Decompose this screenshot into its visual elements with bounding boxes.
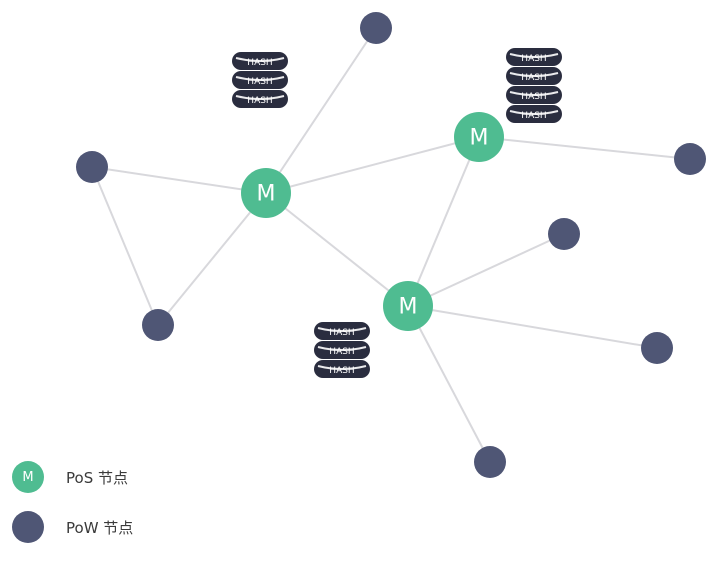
legend-pow-marker (12, 511, 44, 543)
hash-disk: HASH (314, 360, 370, 378)
hash-disk: HASH (506, 67, 562, 85)
hash-label: HASH (329, 328, 354, 338)
hash-label: HASH (329, 366, 354, 376)
pow-node (474, 446, 506, 478)
hash-label: HASH (247, 77, 272, 87)
hash-label: HASH (521, 92, 546, 102)
hash-disk-rim (235, 76, 285, 81)
edge-p2-p3 (91, 166, 159, 326)
hash-disk: HASH (506, 105, 562, 123)
hash-disk-rim (509, 110, 559, 115)
hash-stack-icon: HASH HASH HASH HASH (506, 48, 562, 123)
pos-node-circle (454, 112, 504, 162)
hash-disk: HASH (232, 52, 288, 70)
hash-disk: HASH (506, 48, 562, 66)
legend-pos: M PoS 节点 (12, 461, 128, 493)
nodes: M M M (76, 12, 706, 478)
edge-m1-p2 (91, 166, 267, 194)
hash-stacks: HASH HASH HASH HASH HASH HASH HASH HASH HASH HASH (232, 48, 562, 378)
edge-m2-m3 (407, 136, 480, 307)
legend-pos-marker: M (12, 461, 44, 493)
hash-disk-rim (317, 346, 367, 351)
edge-m3-p7 (407, 305, 491, 463)
hash-disk-rim (509, 91, 559, 96)
pos-node-label: M (399, 295, 418, 320)
hash-disk: HASH (314, 341, 370, 359)
hash-disk: HASH (506, 86, 562, 104)
edge-m1-m3 (265, 192, 409, 307)
pos-node-label: M (470, 126, 489, 151)
pos-node: M (241, 168, 291, 218)
edge-m1-p3 (157, 192, 267, 326)
hash-disk-rim (317, 327, 367, 332)
hash-label: HASH (521, 54, 546, 64)
legend-pos-label: PoS 节点 (66, 468, 128, 487)
hash-label: HASH (329, 347, 354, 357)
pos-node-label: M (257, 182, 276, 207)
edge-m3-p6 (407, 305, 658, 349)
edge-m1-p1 (265, 27, 377, 194)
pow-node (548, 218, 580, 250)
hash-disk: HASH (232, 90, 288, 108)
edge-m1-m2 (265, 136, 480, 194)
pow-node (674, 143, 706, 175)
hash-label: HASH (247, 96, 272, 106)
pow-node (641, 332, 673, 364)
pos-node-circle (383, 281, 433, 331)
hash-disk: HASH (314, 322, 370, 340)
hash-disk-rim (509, 53, 559, 58)
legend-pow-label: PoW 节点 (66, 518, 134, 537)
hash-disk-rim (509, 72, 559, 77)
hash-label: HASH (247, 58, 272, 68)
hash-disk: HASH (232, 71, 288, 89)
hash-disk-rim (235, 95, 285, 100)
edge-m2-p4 (478, 136, 691, 160)
hash-label: HASH (521, 73, 546, 83)
edge-m3-p5 (407, 233, 565, 307)
hash-stack-icon: HASH HASH HASH (314, 322, 370, 378)
hash-disk-rim (317, 365, 367, 370)
pos-node-circle (241, 168, 291, 218)
pos-node: M (454, 112, 504, 162)
hash-label: HASH (521, 111, 546, 121)
pow-node (142, 309, 174, 341)
hash-stack-icon: HASH HASH HASH (232, 52, 288, 108)
legend-pow: PoW 节点 (12, 511, 133, 543)
pow-node (360, 12, 392, 44)
edges (91, 27, 691, 463)
hash-disk-rim (235, 57, 285, 62)
pow-node (76, 151, 108, 183)
pos-node: M (383, 281, 433, 331)
